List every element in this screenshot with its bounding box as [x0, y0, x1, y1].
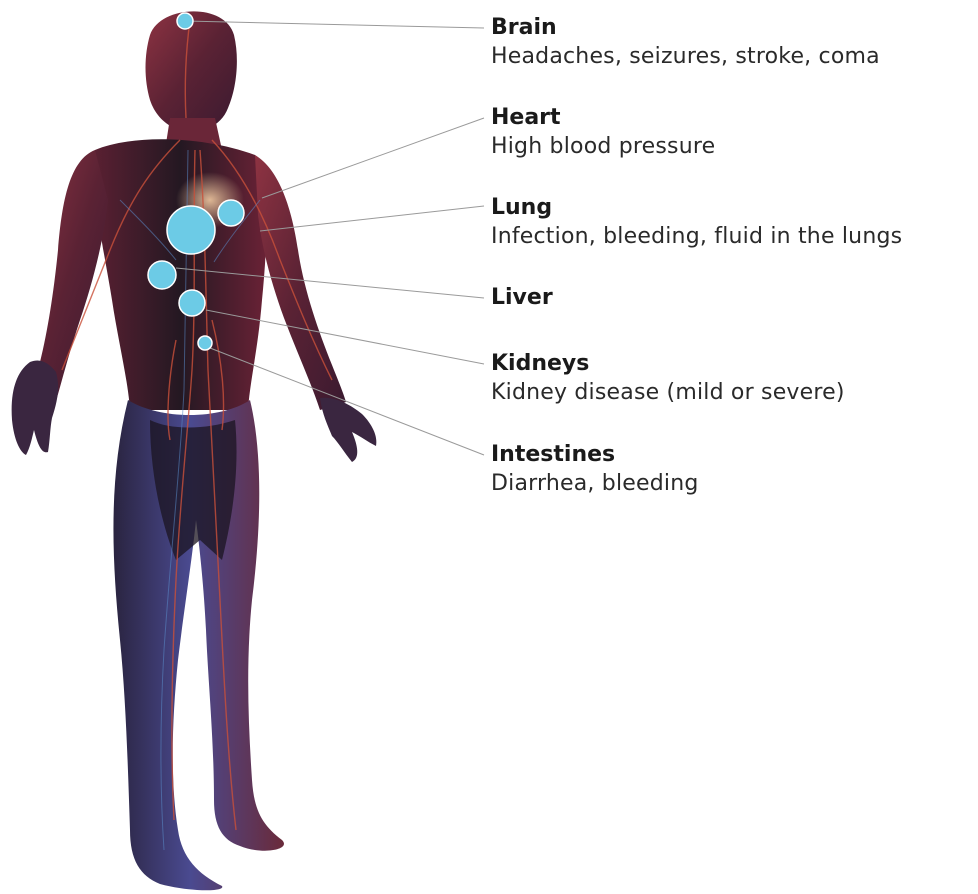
- organ-description: Headaches, seizures, stroke, coma: [491, 42, 880, 72]
- marker-kidneys: [179, 290, 205, 316]
- organ-label-heart: Heart High blood pressure: [491, 104, 715, 162]
- organ-name: Kidneys: [491, 350, 845, 378]
- organ-name: Liver: [491, 284, 553, 312]
- organ-name: Heart: [491, 104, 715, 132]
- organ-description: High blood pressure: [491, 132, 715, 162]
- organ-name: Lung: [491, 194, 902, 222]
- organ-label-kidneys: Kidneys Kidney disease (mild or severe): [491, 350, 845, 408]
- marker-brain: [177, 13, 193, 29]
- organ-label-lung: Lung Infection, bleeding, fluid in the l…: [491, 194, 902, 252]
- marker-lung: [167, 206, 215, 254]
- organ-label-liver: Liver: [491, 284, 553, 312]
- organ-description: Kidney disease (mild or severe): [491, 378, 845, 408]
- organ-label-intestines: Intestines Diarrhea, bleeding: [491, 441, 699, 499]
- body-silhouette: [12, 11, 377, 890]
- organ-name: Intestines: [491, 441, 699, 469]
- marker-heart: [218, 200, 244, 226]
- organ-description: Infection, bleeding, fluid in the lungs: [491, 222, 902, 252]
- leader-line-heart: [262, 118, 484, 198]
- organ-description: Diarrhea, bleeding: [491, 469, 699, 499]
- organ-label-brain: Brain Headaches, seizures, stroke, coma: [491, 14, 880, 72]
- organ-name: Brain: [491, 14, 880, 42]
- leader-line-lung: [260, 206, 484, 231]
- marker-intestines: [198, 336, 212, 350]
- marker-liver: [148, 261, 176, 289]
